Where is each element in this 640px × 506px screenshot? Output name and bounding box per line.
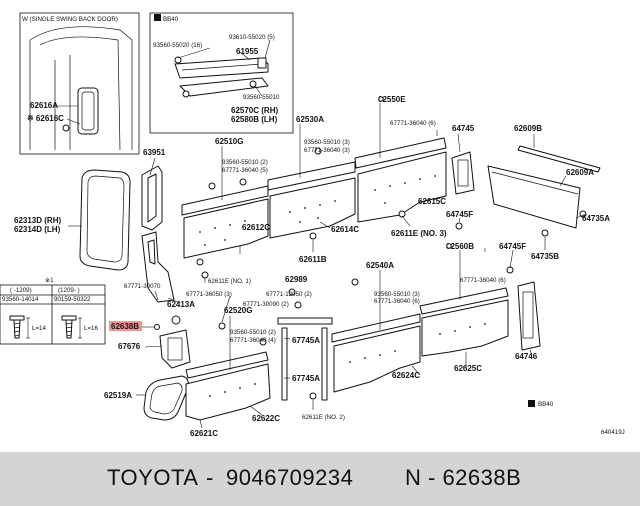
label-62313D: 62313D (RH) [14, 216, 61, 225]
label-62570C: 62570C (RH) [231, 106, 278, 115]
label-64746: 64746 [515, 352, 538, 361]
bb40-top-label: BB40 [163, 16, 179, 23]
label-62510G: 62510G [215, 137, 243, 146]
bb40-marker-icon [154, 14, 161, 21]
label-62580B: 62580B (LH) [231, 115, 278, 124]
note-col1-part: 93560-14014 [2, 296, 39, 303]
label-62560B: 62560B [446, 242, 474, 251]
label-62611E-1: 62611E (NO. 1) [208, 278, 251, 285]
label-64735A: 64735A [582, 214, 610, 223]
note-col2-part: 90159-50322 [54, 296, 91, 303]
label-62611E-2: 62611E (NO. 2) [302, 414, 345, 421]
label-62611B: 62611B [299, 255, 327, 264]
label-62625C: 62625C [454, 364, 482, 373]
label-62615C: 62615C [418, 197, 446, 206]
label-93610-55020: 93610-55020 (5) [229, 34, 275, 41]
label-62413A: 62413A [167, 300, 195, 309]
label-93560-55010-2b: 93560-55010 (2) [230, 329, 276, 336]
diagram-id: 640419J [601, 429, 625, 436]
screw-icon [9, 315, 25, 339]
window-and-pillar [79, 165, 175, 303]
label-64745F-b: 64745F [499, 242, 526, 251]
label-63951: 63951 [143, 148, 166, 157]
marker-dot-icon [378, 96, 384, 102]
label-67745A-a: 67745A [292, 336, 320, 345]
label-62540A: 62540A [366, 261, 394, 270]
label-93560-55010-top: 93560-55010 [243, 94, 280, 101]
label-64735B: 64735B [531, 252, 559, 261]
label-67771-36040-6b: 67771-36040 (6) [374, 298, 420, 305]
leader-lines [68, 103, 587, 429]
label-67771-30090: 67771-30090 (2) [243, 301, 289, 308]
lower-rear-area [109, 266, 541, 421]
label-62611E-3: 62611E (NO. 3) [391, 229, 447, 238]
label-62530A: 62530A [296, 115, 324, 124]
note-col2-head: (1209- ) [58, 287, 80, 294]
label-62614C: 62614C [331, 225, 359, 234]
note-mark: ※1 [45, 277, 54, 284]
part-footer-bar: TOYOTA - 9046709234 N - 62638B [0, 452, 640, 506]
label-93560-55010-2: 93560-55010 (2) [222, 159, 268, 166]
label-67771-36040-3: 67771-36040 (3) [304, 147, 350, 154]
part-reference: N - 62638B [405, 465, 522, 490]
label-93560-55010-3b: 93560-55010 (3) [374, 291, 420, 298]
label-64745: 64745 [452, 124, 475, 133]
label-62609A: 62609A [566, 168, 594, 177]
label-62612C: 62612C [242, 223, 270, 232]
label-67771-36040-6c: 67771-36040 (6) [460, 277, 506, 284]
screw1-length: L=14 [32, 325, 46, 332]
label-62624C: 62624C [392, 371, 420, 380]
label-62621C: 62621C [190, 429, 218, 438]
label-67745A-b: 67745A [292, 374, 320, 383]
label-62989: 62989 [285, 275, 308, 284]
label-62519A: 62519A [104, 391, 132, 400]
part-number: 9046709234 [226, 465, 354, 490]
marker-dot-icon [446, 243, 452, 249]
label-62520G: 62520G [224, 306, 252, 315]
highlight-62638B [109, 321, 142, 331]
label-62550E: 62550E [378, 95, 406, 104]
parts-diagram: W (SINGLE SWING BACK DOOR) 62616A ※ 6261… [0, 12, 625, 438]
backdoor-inset-title: W (SINGLE SWING BACK DOOR) [22, 16, 118, 23]
label-67771-12050: 67771-12050 (2) [266, 291, 312, 298]
label-62616A: 62616A [30, 101, 58, 110]
brand-name: TOYOTA [107, 465, 199, 490]
label-67771-30070: 67771-30070 [124, 283, 161, 290]
label-93560-55010-3: 93560-55010 (3) [304, 139, 350, 146]
backdoor-inset: W (SINGLE SWING BACK DOOR) 62616A ※ 6261… [19, 12, 140, 155]
label-62314D: 62314D (LH) [14, 225, 61, 234]
bb40-top-inset: BB40 93560-55020 (16) 93610-55020 (5) 61… [149, 12, 294, 134]
label-61955: 61955 [236, 47, 259, 56]
label-67771-36040-4: 67771-36040 (4) [230, 337, 276, 344]
label-62622C: 62622C [252, 414, 280, 423]
label-62609B: 62609B [514, 124, 542, 133]
screw-note-inset: ※1 ( -1209) (1209- ) 93560-14014 90159-5… [0, 277, 106, 345]
label-67771-36040-5: 67771-36040 (5) [222, 167, 268, 174]
screw-icon [61, 315, 77, 339]
upper-panels [181, 137, 601, 279]
label-62616C: ※ 62616C [27, 114, 64, 123]
brand-separator: - [206, 465, 214, 490]
label-64745F-a: 64745F [446, 210, 473, 219]
bb40-marker-icon [528, 400, 535, 407]
bb40-bottom-label: BB40 [538, 401, 554, 408]
part-labels: 62550E 62530A 67771-36040 (6) 64745 6260… [14, 95, 625, 438]
label-67771-36040-a: 67771-36040 (6) [390, 120, 436, 127]
label-93560-55020: 93560-55020 (16) [153, 42, 202, 49]
label-67771-36050: 67771-36050 (3) [186, 291, 232, 298]
screw2-length: L=16 [84, 325, 98, 332]
label-62638B: 62638B [111, 322, 139, 331]
note-col1-head: ( -1209) [10, 287, 32, 294]
label-67676: 67676 [118, 342, 141, 351]
